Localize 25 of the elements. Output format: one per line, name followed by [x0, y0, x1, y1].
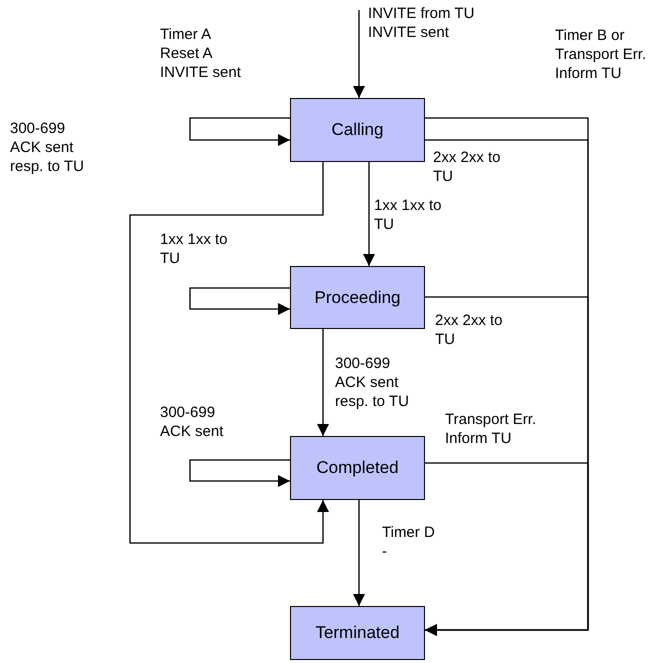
- edge-label: Timer B or Transport Err. Inform TU: [555, 26, 648, 83]
- edge-label: Timer D -: [382, 523, 436, 561]
- edge-label: Timer A Reset A INVITE sent: [160, 25, 242, 82]
- state-box: Completed: [290, 436, 425, 500]
- edge-label: Transport Err. Inform TU: [445, 410, 538, 448]
- arrow: [353, 500, 365, 606]
- state-box: Calling: [290, 98, 425, 162]
- edge-label: 300-699 ACK sent: [160, 403, 224, 441]
- arrow: [353, 10, 365, 98]
- arrow: [425, 462, 589, 636]
- arrow: [317, 329, 329, 436]
- edge-label: 300-699 ACK sent resp. to TU: [335, 354, 410, 411]
- edge-label: 1xx 1xx to TU: [160, 230, 228, 268]
- arrow: [129, 162, 329, 544]
- edge-label: 2xx 2xx to TU: [433, 148, 501, 186]
- arrow: [189, 287, 290, 315]
- edge-label: INVITE from TU INVITE sent: [368, 4, 476, 42]
- edge-label: 300-699 ACK sent resp. to TU: [10, 119, 85, 176]
- edge-label: 2xx 2xx to TU: [435, 311, 503, 349]
- arrow: [189, 459, 290, 487]
- state-box: Proceeding: [290, 266, 425, 329]
- state-box: Terminated: [290, 606, 425, 660]
- edge-label: 1xx 1xx to TU: [374, 196, 442, 234]
- arrow: [189, 117, 290, 146]
- arrow: [363, 162, 375, 266]
